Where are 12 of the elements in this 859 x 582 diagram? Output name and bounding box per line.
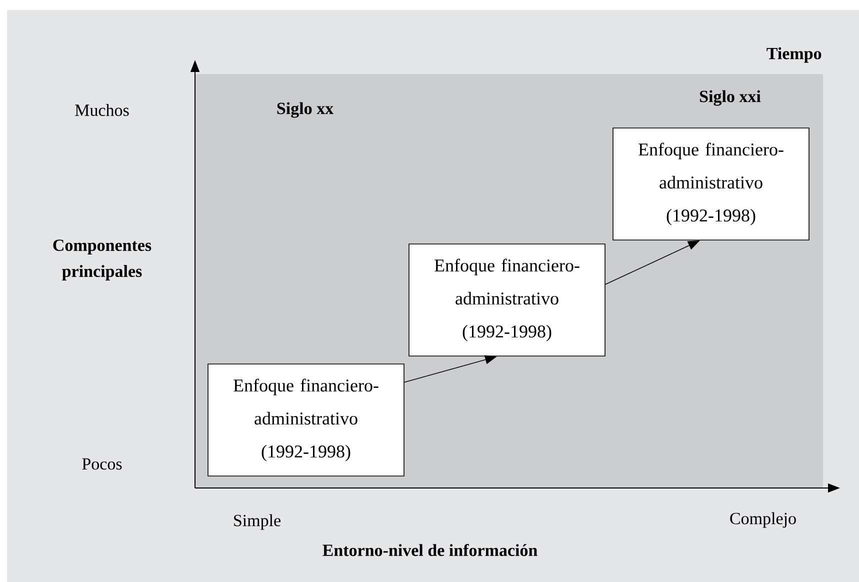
axis-value-label: Simple [234,514,281,530]
text-box: Enfoque financiero-administrativo (1992-1998) [612,128,810,240]
axis-value-label: Pocos [82,458,122,470]
period-label: Siglo xx [277,102,334,118]
axis-title: Tiempo [766,47,822,63]
axis-value-label: Muchos [75,104,129,116]
axis-title: Componentes principales [53,240,152,280]
text-box: Enfoque financiero-administrativo (1992-1998) [408,244,606,356]
axis-title: Entorno-nivel de información [322,544,538,556]
text-box: Enfoque financiero-administrativo (1992-1998) [208,364,404,476]
period-label: Siglo xxi [700,90,761,106]
axis-value-label: Complejo [730,512,796,528]
